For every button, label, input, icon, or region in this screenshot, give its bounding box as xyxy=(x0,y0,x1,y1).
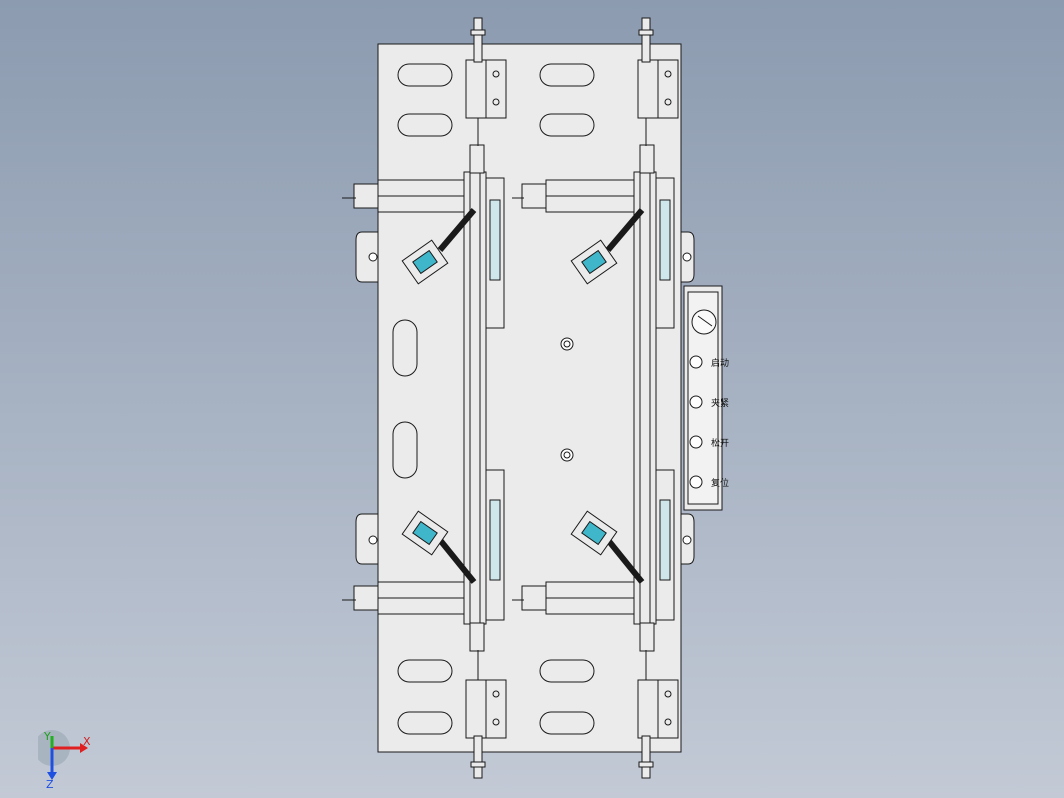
workpiece-rail-right xyxy=(633,171,657,625)
emergency-stop-mark xyxy=(697,315,713,327)
clamp-arm xyxy=(605,208,645,252)
release-button-label: 松开 xyxy=(711,437,729,449)
x-axis-label: X xyxy=(83,735,91,748)
z-axis-label: Z xyxy=(46,778,54,790)
bolt xyxy=(664,690,672,698)
mounting-slot xyxy=(392,319,418,377)
bolt xyxy=(664,718,672,726)
support-insert xyxy=(489,199,501,281)
welding-fixture-model[interactable] xyxy=(342,17,723,779)
bolt xyxy=(664,70,672,78)
reset-button[interactable]: 复位 xyxy=(689,475,729,489)
mounting-slot xyxy=(539,63,595,87)
release-button[interactable]: 松开 xyxy=(689,435,729,449)
clamp-head xyxy=(401,239,449,285)
left-lug-lower xyxy=(355,513,379,565)
bolt xyxy=(492,718,500,726)
support-insert xyxy=(659,199,671,281)
adjust-screw xyxy=(641,17,651,63)
clamp-head xyxy=(570,510,618,556)
support-insert xyxy=(489,499,501,581)
clamp-head xyxy=(401,510,449,556)
clamp-arm xyxy=(437,208,477,252)
base-plate xyxy=(377,43,682,753)
clamp-arm xyxy=(605,538,645,584)
screw-nut xyxy=(638,29,654,36)
mounting-slot xyxy=(539,711,595,735)
cylinder-endcap xyxy=(521,585,547,611)
cylinder-endcap xyxy=(353,585,379,611)
screw-nut xyxy=(470,29,486,36)
axis-triad: X Y Z xyxy=(38,730,91,790)
cylinder-endcap xyxy=(521,183,547,209)
support-insert xyxy=(659,499,671,581)
adjust-screw xyxy=(641,735,651,779)
control-panel-buttons[interactable]: 启动 夹紧 松开 复位 xyxy=(689,355,729,489)
mounting-slot xyxy=(397,113,453,137)
clamp-button-label: 夹紧 xyxy=(711,397,729,409)
rail-end xyxy=(469,144,485,174)
lug-hole xyxy=(368,252,378,262)
lug-hole xyxy=(682,535,692,545)
mounting-slot xyxy=(397,659,453,683)
reset-button-label: 复位 xyxy=(711,477,729,489)
start-button[interactable]: 启动 xyxy=(689,355,729,369)
lug-hole xyxy=(368,535,378,545)
clamp-arm xyxy=(437,538,477,584)
locating-hole xyxy=(560,448,574,462)
y-axis-label: Y xyxy=(43,730,51,743)
adjust-screw xyxy=(473,735,483,779)
mounting-slot xyxy=(397,63,453,87)
bolt xyxy=(492,690,500,698)
mounting-slot xyxy=(397,711,453,735)
bolt xyxy=(492,70,500,78)
bolt xyxy=(492,98,500,106)
workpiece-rail-left xyxy=(463,171,487,625)
clamp-head xyxy=(570,239,618,285)
mounting-slot xyxy=(539,659,595,683)
cylinder-endcap xyxy=(353,183,379,209)
left-lug-upper xyxy=(355,231,379,283)
locating-hole xyxy=(563,340,571,348)
mounting-slot xyxy=(539,113,595,137)
mounting-slot xyxy=(392,421,418,479)
rail-end xyxy=(469,622,485,652)
bolt xyxy=(664,98,672,106)
clamp-button[interactable]: 夹紧 xyxy=(689,395,729,409)
locating-hole xyxy=(563,451,571,459)
rail-end xyxy=(639,622,655,652)
screw-nut xyxy=(470,761,486,768)
screw-nut xyxy=(638,761,654,768)
locating-hole xyxy=(560,337,574,351)
z-axis-arrow-icon xyxy=(47,772,57,780)
emergency-stop-icon[interactable] xyxy=(691,309,717,335)
adjust-screw xyxy=(473,17,483,63)
x-axis-arrow-icon xyxy=(80,743,88,753)
rail-end xyxy=(639,144,655,174)
start-button-label: 启动 xyxy=(711,357,729,369)
lug-hole xyxy=(682,252,692,262)
